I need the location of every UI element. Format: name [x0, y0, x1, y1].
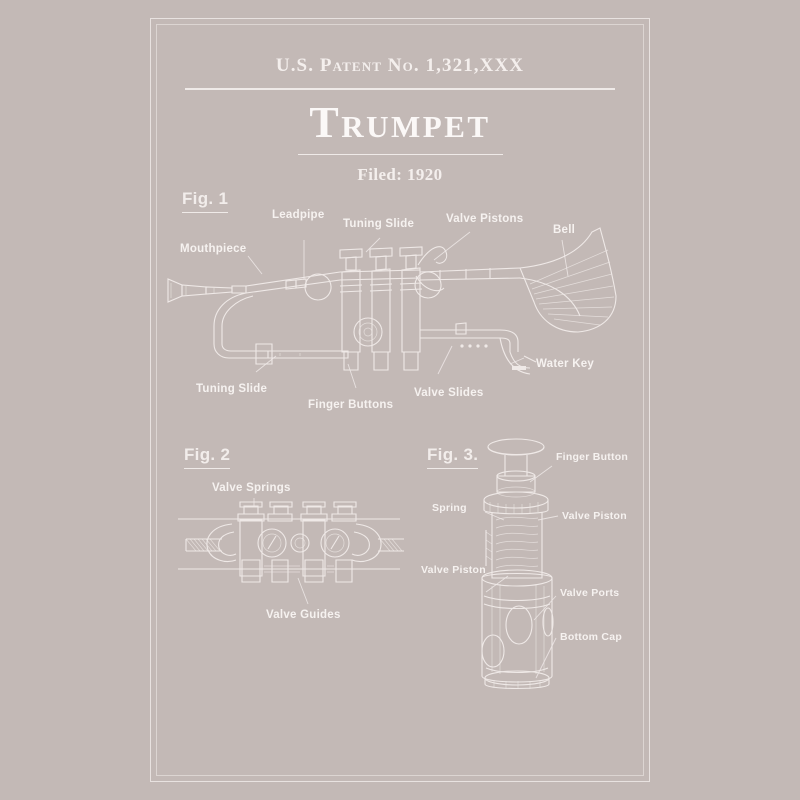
label-valve-pistons: Valve Pistons	[446, 213, 524, 225]
label-valve-piston-left: Valve Piston	[421, 564, 486, 576]
label-bottom-cap: Bottom Cap	[560, 631, 622, 643]
label-bell: Bell	[553, 224, 576, 236]
label-mouthpiece: Mouthpiece	[180, 243, 247, 255]
label-tuning-slide-top: Tuning Slide	[343, 218, 415, 230]
label-leadpipe: Leadpipe	[272, 209, 325, 221]
label-finger-button: Finger Button	[556, 451, 629, 463]
figure-2-caption: Fig. 2	[184, 445, 231, 469]
label-tuning-slide-bottom: Tuning Slide	[196, 383, 268, 395]
figure-1-caption: Fig. 1	[182, 189, 229, 213]
label-valve-springs: Valve Springs	[212, 482, 291, 494]
valve-cluster-illustration	[178, 501, 404, 583]
header-rule-narrow	[297, 153, 503, 155]
label-valve-guides: Valve Guides	[266, 609, 341, 621]
poster-frame-inner	[156, 24, 644, 776]
label-water-key: Water Key	[536, 358, 595, 370]
poster-frame-outer	[150, 18, 650, 782]
patent-number: U.S. Patent No. 1,321,XXX	[275, 55, 525, 76]
label-valve-slides: Valve Slides	[414, 387, 484, 399]
filed-date: Filed: 1920	[357, 164, 443, 184]
trumpet-illustration	[167, 227, 617, 375]
page-title: Trumpet	[309, 97, 491, 147]
figure-2-leader-lines	[253, 498, 309, 605]
figure-3-leader-lines	[484, 465, 559, 679]
label-valve-piston-right: Valve Piston	[562, 510, 627, 522]
header-rule-wide	[185, 88, 615, 90]
poster-header: U.S. Patent No. 1,321,XXX Trumpet Filed:…	[150, 56, 650, 185]
figure-3-caption: Fig. 3.	[427, 445, 479, 469]
figure-1-leader-lines	[247, 231, 569, 389]
label-finger-buttons: Finger Buttons	[308, 399, 394, 411]
water-key-dash	[512, 366, 526, 370]
valve-piston-detail-illustration	[481, 438, 554, 689]
label-spring: Spring	[432, 502, 467, 514]
label-valve-ports: Valve Ports	[560, 587, 620, 599]
